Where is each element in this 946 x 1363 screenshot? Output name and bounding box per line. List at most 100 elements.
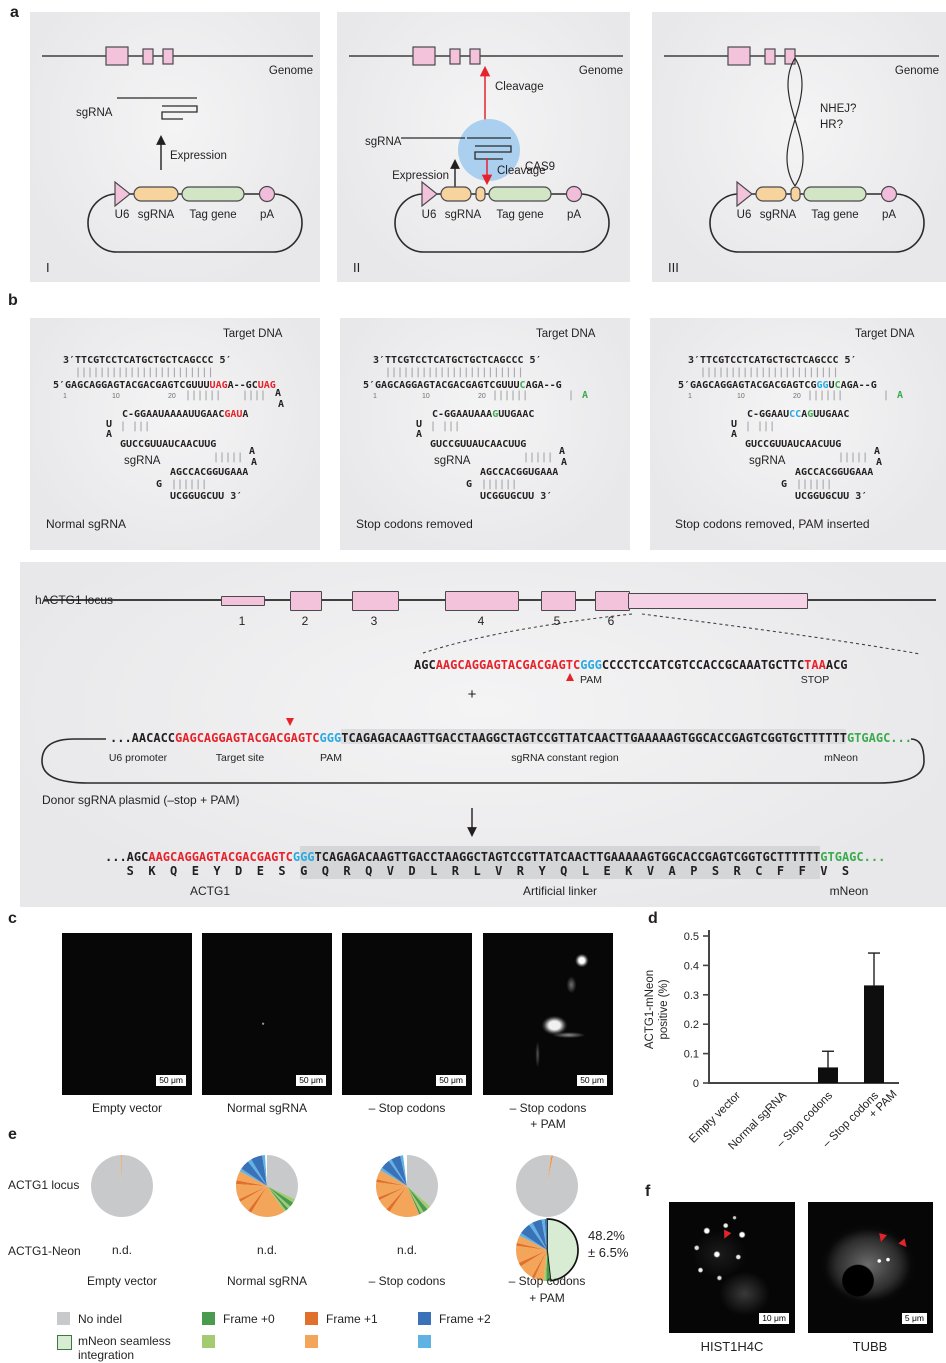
sequence-segment: 1	[688, 393, 692, 400]
sgrna-diagram-line: A	[278, 399, 284, 410]
sequence-segment: UUGAAC	[498, 409, 535, 420]
pie-neon-stop-codons-pam	[516, 1218, 579, 1282]
cas9-circle	[458, 119, 520, 181]
pie-slice	[407, 1186, 431, 1210]
sequence-segment: ||||||	[481, 479, 518, 490]
sequence-segment: UCGGUGCUU 3′	[795, 491, 868, 502]
sgrna-diagram-line: A	[876, 457, 882, 468]
cleavage-top-label: Cleavage	[495, 81, 544, 93]
pie-slice	[389, 1186, 420, 1217]
sequence-segment: Stop codons removed	[356, 517, 473, 531]
pie-slice	[546, 1250, 551, 1281]
exon	[449, 48, 461, 65]
pie-slice	[531, 1250, 547, 1279]
locus-label: hACTG1 locus	[35, 593, 114, 607]
polya-site	[565, 185, 583, 203]
sequence-segment: U	[106, 419, 113, 430]
sgrna-diagram-line: 10	[422, 393, 430, 400]
sequence-segment: A	[874, 446, 881, 457]
pie-slice	[516, 1242, 547, 1250]
pa-label: pA	[567, 209, 581, 221]
pie-slice	[236, 1171, 267, 1186]
pie-slice	[516, 1155, 579, 1217]
sequence-segment: |||||	[523, 452, 554, 463]
sgrna-diagram-line: Normal sgRNA	[46, 517, 126, 531]
sgrna-diagram-line: 20	[168, 393, 176, 400]
legend-swatch-frame1-alt	[305, 1335, 318, 1348]
pie-slice	[407, 1186, 428, 1213]
sequence-segment: TAA	[804, 658, 826, 672]
scalebar: 50 μm	[156, 1075, 186, 1086]
u6-promoter-triangle	[736, 180, 753, 208]
y-tick-label: 0.3	[684, 990, 699, 1002]
sgrna-diagram-line: GUCCGUUAUCAACUUG	[120, 439, 216, 450]
exon	[412, 46, 436, 66]
legend-label-frame1: Frame +1	[326, 1312, 378, 1326]
zoom-brace-dashed-right	[641, 613, 921, 655]
u6-promoter-label: U6 promoter	[108, 752, 168, 764]
sgrna-diagram-line: Target DNA	[855, 328, 914, 340]
sequence-segment: GGG	[319, 731, 342, 745]
pie-slice	[239, 1168, 267, 1186]
panel-label-f: f	[645, 1183, 651, 1200]
sequence-segment: |	[568, 390, 575, 401]
exon-number: 5	[553, 614, 561, 628]
y-axis-label: ACTG1-mNeon	[644, 970, 656, 1049]
panel-label-d: d	[648, 910, 658, 927]
not-detected: n.d.	[256, 1243, 277, 1257]
sequence-segment: AAGCAGGAGTACGACGAGTC	[435, 658, 581, 672]
mneon-label: mNeon	[829, 884, 869, 898]
sequence-segment: A	[582, 390, 589, 401]
legend-swatch-frame0-alt	[202, 1335, 215, 1348]
product-aa-sequence: S K Q E Y D E S G Q R Q V D L R L V R Y …	[105, 864, 850, 878]
genome-label: Genome	[269, 65, 313, 77]
sequence-segment: GGG	[580, 658, 602, 672]
sgrna-cassette-cut-piece	[475, 186, 486, 202]
sgrna-diagram-line: U	[106, 419, 112, 430]
sgrna-diagram-line: C-GGAAUAAAAUUGAACGAUA	[122, 409, 248, 420]
scalebar: 50 μm	[436, 1075, 466, 1086]
sequence-segment: UAG	[257, 380, 276, 391]
exon	[142, 48, 154, 65]
sequence-segment: C-GGAAUAAA	[432, 409, 493, 420]
sgrna-hairpin-icon	[117, 97, 198, 120]
exon-number: 1	[238, 614, 246, 628]
pie-slice	[376, 1179, 407, 1186]
sgrna-diagram-line: 10	[737, 393, 745, 400]
genome-label: Genome	[579, 65, 623, 77]
recombination-crossover-line	[787, 57, 804, 187]
pie-slice	[529, 1222, 547, 1250]
sgrna-cassette-label: sgRNA	[138, 209, 175, 221]
sequence-segment: Normal sgRNA	[46, 517, 127, 531]
scalebar: 10 μm	[759, 1313, 789, 1324]
sequence-segment: G	[781, 479, 788, 490]
y-tick-label: 0.5	[684, 931, 699, 943]
genome-label: Genome	[895, 65, 939, 77]
sequence-segment: ||||||	[171, 479, 208, 490]
sequence-segment: A	[275, 388, 282, 399]
pie-slice	[547, 1155, 553, 1186]
actg1-label: ACTG1	[189, 884, 231, 898]
cas9-label: CAS9	[525, 161, 555, 173]
subpanel-i-diagram: Genome sgRNA Expression U6 sgRNA Tag gen…	[42, 46, 313, 275]
sequence-segment: 10	[737, 393, 745, 400]
sequence-segment: sgRNA	[749, 455, 786, 467]
sequence-segment: A	[251, 457, 258, 468]
pam-label: PAM	[580, 674, 602, 686]
row-label-actg1-locus: ACTG1 locus	[8, 1178, 80, 1192]
sgrna-cassette-cut	[440, 186, 472, 202]
y-axis-label-line2: positive (%)	[658, 979, 670, 1039]
pie-slice	[90, 1155, 153, 1217]
sequence-segment: ...AACACC	[110, 731, 176, 745]
exon-number: 2	[301, 614, 309, 628]
artificial-linker-highlight	[300, 846, 820, 879]
sgrna-diagram-line: 1	[63, 393, 67, 400]
exon	[727, 46, 751, 66]
sequence-segment: 20	[168, 393, 176, 400]
legend-label-mneon: mNeon seamless	[78, 1334, 171, 1348]
stop-label: STOP	[800, 674, 830, 686]
sgrna-diagram-line: A	[897, 390, 903, 401]
exon	[105, 46, 129, 66]
pie-slice	[386, 1186, 407, 1212]
